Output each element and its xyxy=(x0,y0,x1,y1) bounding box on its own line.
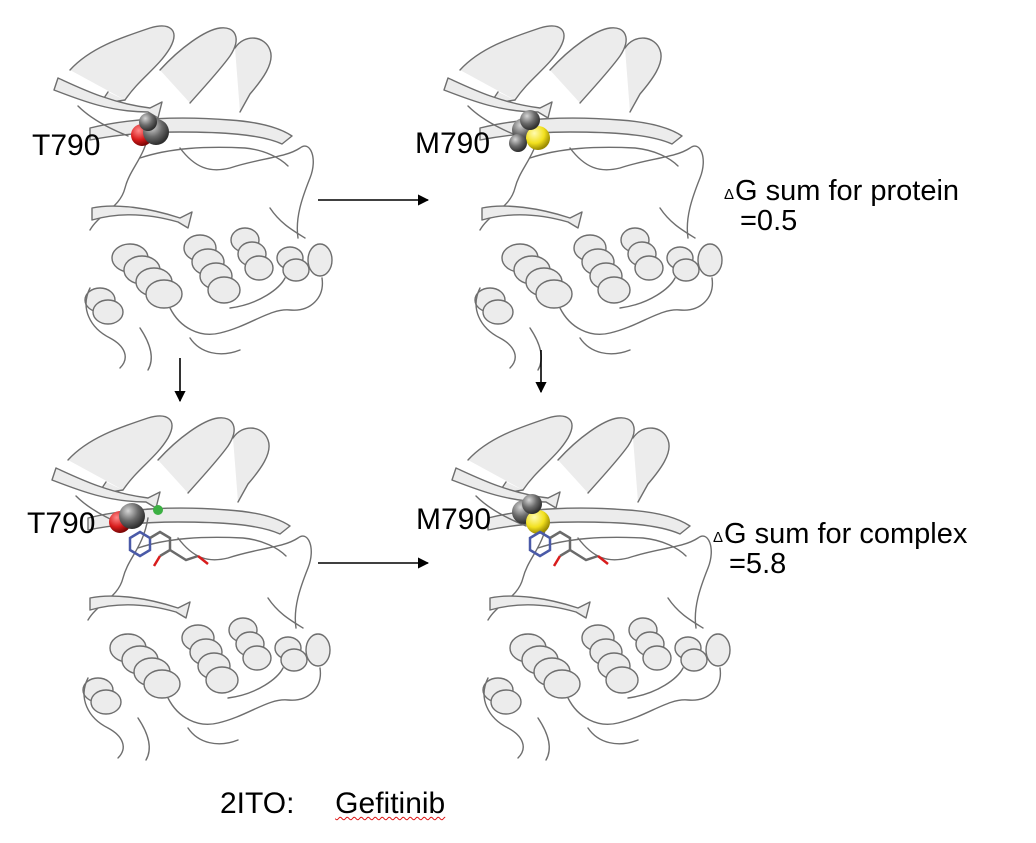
delta-symbol: Δ xyxy=(713,529,724,546)
protein-panel-bottom-right xyxy=(428,398,731,761)
residue-label-m790-bottom: M790 xyxy=(416,503,492,536)
residue-label-t790-top: T790 xyxy=(32,129,101,162)
delta-g-complex: ΔG sum for complex =5.8 xyxy=(713,519,967,580)
delta-g-complex-value: =5.8 xyxy=(729,548,787,581)
residue-label-t790-bottom: T790 xyxy=(27,507,96,540)
delta-g-protein: ΔG sum for protein =0.5 xyxy=(724,176,959,237)
caption: 2ITO: Gefitinib xyxy=(220,787,445,821)
gefitinib-ligand xyxy=(528,530,609,567)
caption-pdb-id: 2ITO: xyxy=(220,787,295,820)
protein-ribbon-structure xyxy=(51,415,331,761)
protein-ribbon-structure xyxy=(53,25,333,371)
protein-panel-bottom-left xyxy=(28,398,331,761)
protein-ribbon-structure xyxy=(451,415,731,761)
delta-g-protein-value: =0.5 xyxy=(740,205,798,238)
residue-label-m790-top: M790 xyxy=(415,127,491,160)
caption-drug-name: Gefitinib xyxy=(335,787,446,820)
gefitinib-ligand xyxy=(128,530,209,567)
protein-ribbon-structure xyxy=(443,25,723,371)
protein-panel-top-right xyxy=(420,8,723,371)
delta-g-complex-line1: G sum for complex xyxy=(724,518,968,550)
delta-g-protein-line1: G sum for protein xyxy=(735,175,960,207)
delta-symbol: Δ xyxy=(724,186,735,203)
protein-panel-top-left xyxy=(30,8,333,371)
